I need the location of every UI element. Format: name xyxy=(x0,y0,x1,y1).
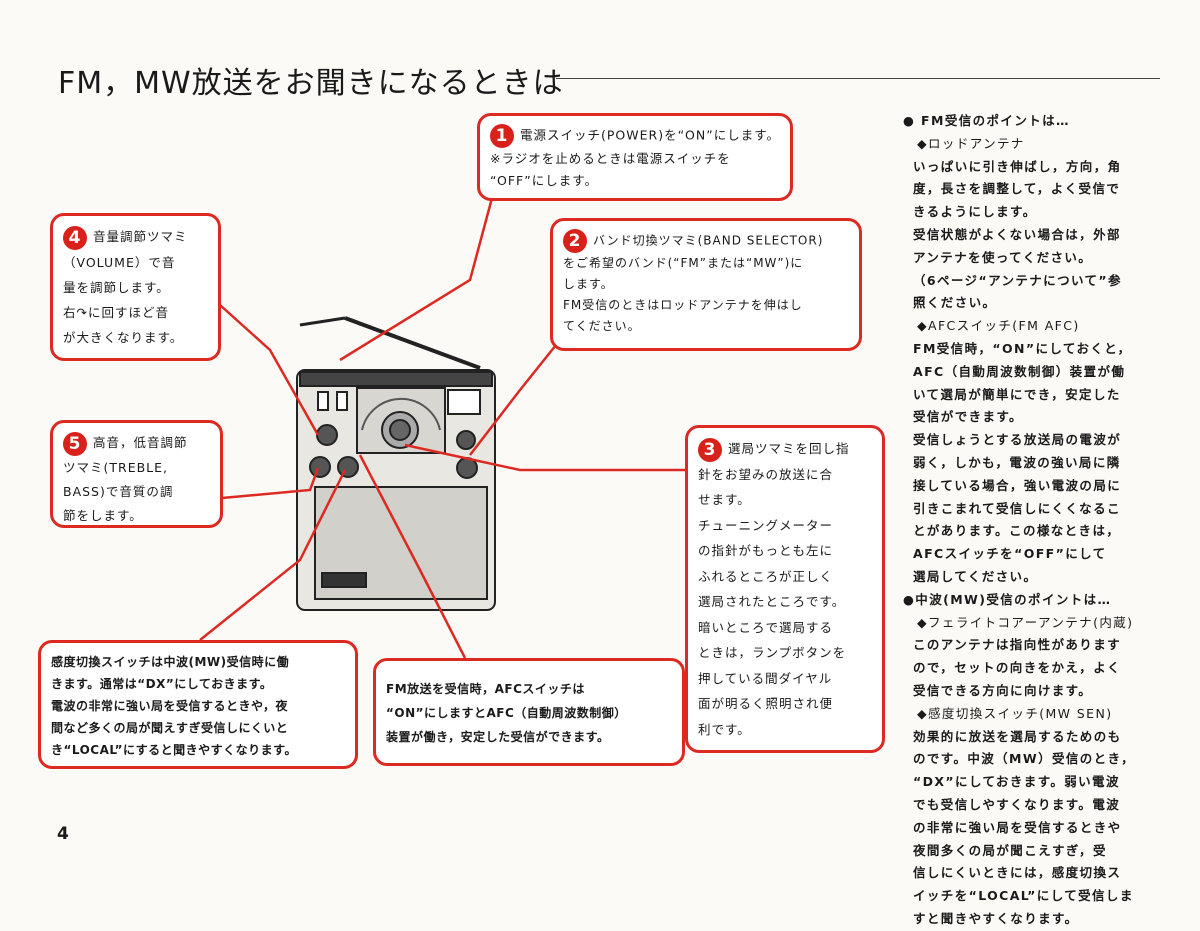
callout-line: が大きくなります。 xyxy=(63,329,184,345)
title-rule xyxy=(556,78,1160,79)
body-line: 引きこまれて受信しにくくなるこ xyxy=(913,500,1121,516)
body-line: 度，長さを調整して，よく受信で xyxy=(913,181,1121,197)
callout-line: BASS)で音質の調 xyxy=(63,483,174,499)
step-3-badge: 3 xyxy=(698,437,722,462)
callout-line: 間など多くの局が聞えすぎ受信しにくいと xyxy=(51,721,289,735)
callout-line: をご希望のバンド(“FM”または“MW”)に xyxy=(563,256,804,270)
body-line: きるようにします。 xyxy=(913,204,1037,220)
body-line: 照ください。 xyxy=(913,295,997,311)
callout-line: します。 xyxy=(563,277,614,291)
callout-line: ときは，ランプボタンを xyxy=(698,645,847,660)
callout-power: 1 電源スイッチ(POWER)を“ON”にします。 ※ラジオを止めるときは電源スイ… xyxy=(477,113,793,201)
callout-line: チューニングメーター xyxy=(698,517,834,533)
body-line: のです。中波（MW）受信のとき， xyxy=(913,751,1136,767)
page-number: 4 xyxy=(57,824,69,844)
callout-line: きます。通常は“DX”にしておきます。 xyxy=(51,677,273,691)
callout-line: 高音，低音調節 xyxy=(93,435,188,450)
callout-line: の指針がもっとも左に xyxy=(698,543,834,558)
callout-line: ※ラジオを止めるときは電源スイッチを xyxy=(490,151,731,166)
callout-line: 暗いところで選局する xyxy=(698,619,834,635)
body-line: の非常に強い局を受信するときや xyxy=(913,819,1122,835)
body-line: 受信しょうとする放送局の電波が xyxy=(913,432,1122,448)
step-5-badge: 5 xyxy=(63,431,87,456)
body-line: AFCスイッチを“OFF”にして xyxy=(913,546,1107,562)
callout-line: バンド切換ツマミ(BAND SELECTOR) xyxy=(593,233,824,248)
body-line: 効果的に放送を選局するためのも xyxy=(913,728,1122,744)
callout-line: 押している間ダイヤル xyxy=(698,670,833,686)
callout-line: ふれるところが正しく xyxy=(698,568,834,584)
callout-line: ツマミ(TREBLE, xyxy=(63,459,169,475)
callout-line: 右↷に回すほど音 xyxy=(63,304,169,320)
body-line: ので，セットの向きをかえ，よく xyxy=(913,660,1122,676)
callout-sensitivity: 感度切換スイッチは中波(MW)受信時に働 きます。通常は“DX”にしておきます。… xyxy=(38,640,358,769)
reception-tips-column: ● FM受信のポイントは… ◆ロッドアンテナいっぱいに引き伸ばし，方向，角度，長さ… xyxy=(903,110,1173,931)
callout-line: 電源スイッチ(POWER)を“ON”にします。 xyxy=(520,127,780,143)
body-line: 夜間多くの局が聞こえすぎ，受 xyxy=(913,842,1107,858)
step-4-badge: 4 xyxy=(63,225,87,250)
page-title: FM，MW放送をお聞きになるときは xyxy=(58,66,564,101)
callout-line: （VOLUME）で音 xyxy=(63,254,176,270)
body-line: でも受信しやすくなります。電波 xyxy=(913,796,1121,812)
callout-line: き“LOCAL”にすると聞きやすくなります。 xyxy=(51,743,297,757)
callout-line: 利です。 xyxy=(698,721,751,737)
body-line: FM受信時，“ON”にしておくと， xyxy=(913,340,1132,356)
callout-line: 面が明るく照明され便 xyxy=(698,696,834,711)
step-2-badge: 2 xyxy=(563,229,587,253)
body-line: “DX”にしておきます。弱い電波 xyxy=(913,774,1120,790)
body-line: 受信ができます。 xyxy=(913,409,1023,425)
subsection-heading: ◆AFCスイッチ(FM AFC) xyxy=(917,318,1080,334)
callout-line: “ON”にしますとAFC（自動周波数制御） xyxy=(386,706,627,720)
body-line: とがあります。この様なときは， xyxy=(913,523,1121,539)
body-line: 選局してください。 xyxy=(913,568,1038,584)
callout-band-selector: 2 バンド切換ツマミ(BAND SELECTOR) をご希望のバンド(“FM”また… xyxy=(550,218,862,351)
callout-line: せます。 xyxy=(698,492,751,507)
callout-line: 電波の非常に強い局を受信するときや，夜 xyxy=(51,699,289,713)
body-line: 受信状態がよくない場合は，外部 xyxy=(913,226,1121,242)
subsection-heading: ◆フェライトコアーアンテナ(内蔵) xyxy=(917,614,1134,630)
body-line: 信しにくいときには，感度切換ス xyxy=(913,865,1122,881)
body-line: （6ページ“アンテナについて”参 xyxy=(913,272,1122,288)
callout-tuning: 3 選局ツマミを回し指 針をお望みの放送に合 せます。 チューニングメーター の指… xyxy=(685,425,885,753)
callout-line: 節をします。 xyxy=(63,507,143,523)
callout-line: 選局ツマミを回し指 xyxy=(728,441,850,456)
callout-line: 感度切換スイッチは中波(MW)受信時に働 xyxy=(51,655,290,669)
callout-line: “OFF”にします。 xyxy=(490,173,598,188)
subsection-heading: ◆ロッドアンテナ xyxy=(917,135,1025,151)
section-heading: ● FM受信のポイントは… xyxy=(903,113,1070,128)
callout-line: FM受信のときはロッドアンテナを伸はし xyxy=(563,298,803,312)
section-heading: ●中波(MW)受信のポイントは… xyxy=(903,591,1112,607)
body-line: 接している場合，強い電波の局に xyxy=(913,477,1122,493)
body-line: 弱く，しかも，電波の強い局に隣 xyxy=(913,454,1121,470)
body-line: このアンテナは指向性があります xyxy=(913,637,1122,653)
radio-drawing xyxy=(296,316,496,611)
callout-line: 音量調節ツマミ xyxy=(93,229,188,244)
body-line: アンテナを使ってください。 xyxy=(913,249,1093,265)
callout-pointer-lines xyxy=(199,197,695,659)
callout-line: てください。 xyxy=(563,319,641,333)
callout-volume: 4 音量調節ツマミ （VOLUME）で音 量を調節します。 右↷に回すほど音 が大… xyxy=(50,213,221,361)
callout-line: 選局されたところです。 xyxy=(698,594,846,609)
callout-afc: FM放送を受信時，AFCスイッチは “ON”にしますとAFC（自動周波数制御） … xyxy=(373,658,685,766)
body-line: いて選局が簡単にでき，安定した xyxy=(913,386,1121,402)
callout-line: 針をお望みの放送に合 xyxy=(698,466,834,482)
step-1-badge: 1 xyxy=(490,124,514,148)
callout-line: FM放送を受信時，AFCスイッチは xyxy=(386,682,585,696)
subsection-heading: ◆感度切換スイッチ(MW SEN) xyxy=(917,705,1113,721)
body-line: イッチを“LOCAL”にして受信しま xyxy=(913,888,1134,904)
callout-line: 量を調節します。 xyxy=(63,279,170,295)
body-line: 受信できる方向に向けます。 xyxy=(913,682,1093,698)
body-line: AFC（自動周波数制御）装置が働 xyxy=(913,363,1126,379)
callout-tone: 5 高音，低音調節 ツマミ(TREBLE, BASS)で音質の調 節をします。 xyxy=(50,420,223,528)
callout-line: 装置が働き，安定した受信ができます。 xyxy=(386,730,610,744)
radio-illustration xyxy=(199,197,695,659)
body-line: すと聞きやすくなります。 xyxy=(913,910,1079,926)
body-line: いっぱいに引き伸ばし，方向，角 xyxy=(913,158,1122,174)
